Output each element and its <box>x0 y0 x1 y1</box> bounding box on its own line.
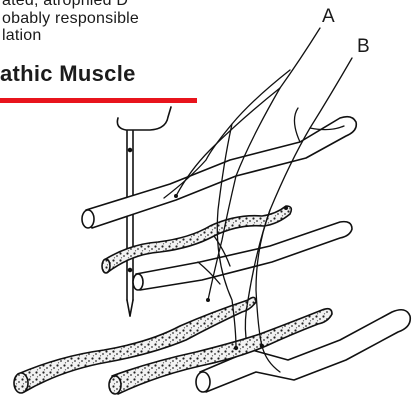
fiber-atrophied-2-end <box>14 373 28 393</box>
axon-a-branch <box>294 108 300 142</box>
electrode-hub <box>117 107 171 130</box>
terminal <box>174 194 178 198</box>
terminal <box>206 298 210 302</box>
electrode-mark <box>129 149 132 152</box>
fiber-atrophied-1-end <box>102 259 110 273</box>
fiber-normal-3-end <box>196 372 210 392</box>
label-a: A <box>322 6 335 27</box>
terminal <box>284 206 288 210</box>
fiber-atrophied-3-end <box>109 376 121 394</box>
fiber-normal-2 <box>136 222 352 290</box>
axon-a-branch <box>208 176 236 300</box>
fiber-normal-2-end <box>133 274 143 290</box>
electrode-mark <box>129 269 132 272</box>
fiber-normal-1-end <box>82 210 94 228</box>
electrode-tip-left <box>127 300 130 316</box>
axon-b-branch <box>256 210 270 346</box>
electrode-tip-right <box>130 300 133 316</box>
terminal <box>234 346 238 350</box>
label-b: B <box>357 36 370 57</box>
terminal <box>260 344 264 348</box>
